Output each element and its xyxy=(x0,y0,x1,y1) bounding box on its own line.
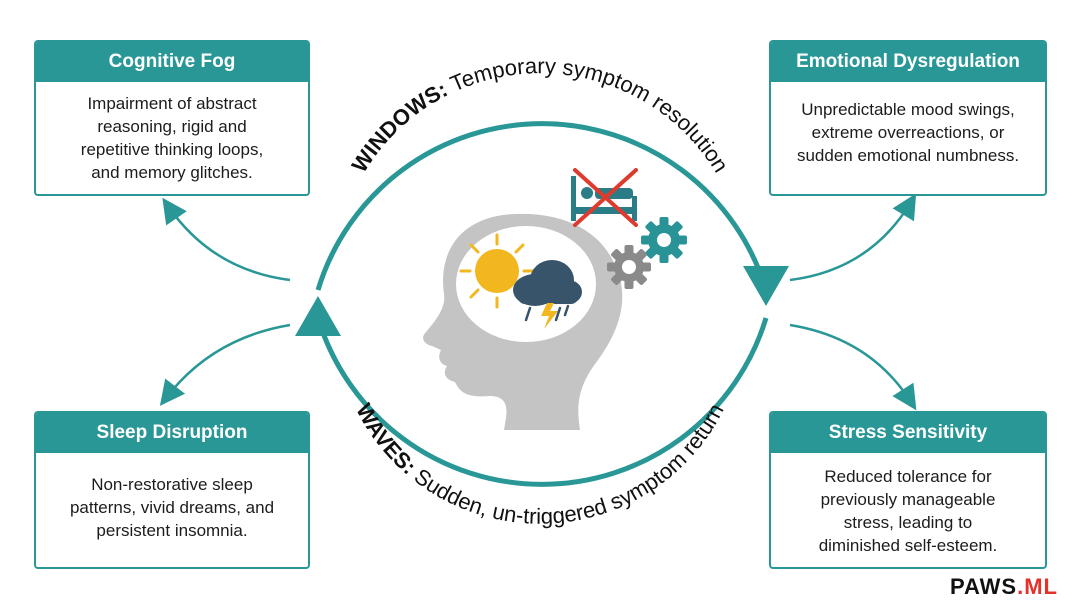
stress-sensitivity-title: Stress Sensitivity xyxy=(771,413,1045,453)
description-line: Impairment of abstract xyxy=(87,94,257,113)
arrow-to-stress-sensitivity xyxy=(789,323,917,411)
brand-suffix: .ML xyxy=(1017,574,1058,599)
brand-name: PAWS xyxy=(949,574,1018,599)
description-line: diminished self-esteem. xyxy=(818,536,998,555)
storm-cloud-icon xyxy=(513,260,582,329)
arrow-to-emotional-dysregulation xyxy=(789,193,917,282)
cognitive-fog-card: Cognitive Fog Impairment of abstract rea… xyxy=(34,40,310,196)
sleep-disruption-title: Sleep Disruption xyxy=(36,413,308,453)
description-line: persistent insomnia. xyxy=(96,521,248,540)
description-line: sudden emotional numbness. xyxy=(796,146,1020,165)
stress-sensitivity-description: Reduced tolerance for previously managea… xyxy=(771,453,1045,557)
description-line: Unpredictable mood swings, xyxy=(801,100,1015,119)
svg-text:WINDOWS: Temporary symptom res: WINDOWS: Temporary symptom resolution xyxy=(347,53,734,177)
sleep-disruption-description: Non-restorative sleep patterns, vivid dr… xyxy=(36,453,308,542)
waves-keyword: WAVES: xyxy=(351,399,421,479)
brand-logo: PAWS.ML xyxy=(950,574,1058,600)
arrow-to-sleep-disruption xyxy=(159,323,291,406)
cognitive-fog-description: Impairment of abstract reasoning, rigid … xyxy=(36,82,308,184)
windows-keyword: WINDOWS: xyxy=(347,77,452,177)
description-line: stress, leading to xyxy=(843,513,973,532)
no-sleep-bed-icon xyxy=(571,168,638,227)
cognitive-fog-title: Cognitive Fog xyxy=(36,42,308,82)
description-line: reasoning, rigid and xyxy=(97,117,247,136)
description-line: Reduced tolerance for xyxy=(824,467,992,486)
cycle-arrowhead-right xyxy=(743,266,789,306)
cycle-arrowhead-left xyxy=(295,296,341,336)
sleep-disruption-card: Sleep Disruption Non-restorative sleep p… xyxy=(34,411,310,569)
description-line: extreme overreactions, or xyxy=(811,123,1005,142)
emotional-dysregulation-card: Emotional Dysregulation Unpredictable mo… xyxy=(769,40,1047,196)
emotional-dysregulation-title: Emotional Dysregulation xyxy=(771,42,1045,82)
gears-icon xyxy=(607,217,687,289)
stress-sensitivity-card: Stress Sensitivity Reduced tolerance for… xyxy=(769,411,1047,569)
windows-description: Temporary symptom resolution xyxy=(441,53,734,177)
emotional-dysregulation-description: Unpredictable mood swings, extreme overr… xyxy=(771,82,1045,167)
arrow-to-cognitive-fog xyxy=(162,197,291,282)
description-line: repetitive thinking loops, xyxy=(80,140,264,159)
cycle-arc-right xyxy=(315,121,769,291)
description-line: patterns, vivid dreams, and xyxy=(69,498,275,517)
description-line: and memory glitches. xyxy=(91,163,253,182)
description-line: previously manageable xyxy=(820,490,996,509)
cycle-arc-left xyxy=(315,317,769,487)
description-line: Non-restorative sleep xyxy=(91,475,253,494)
